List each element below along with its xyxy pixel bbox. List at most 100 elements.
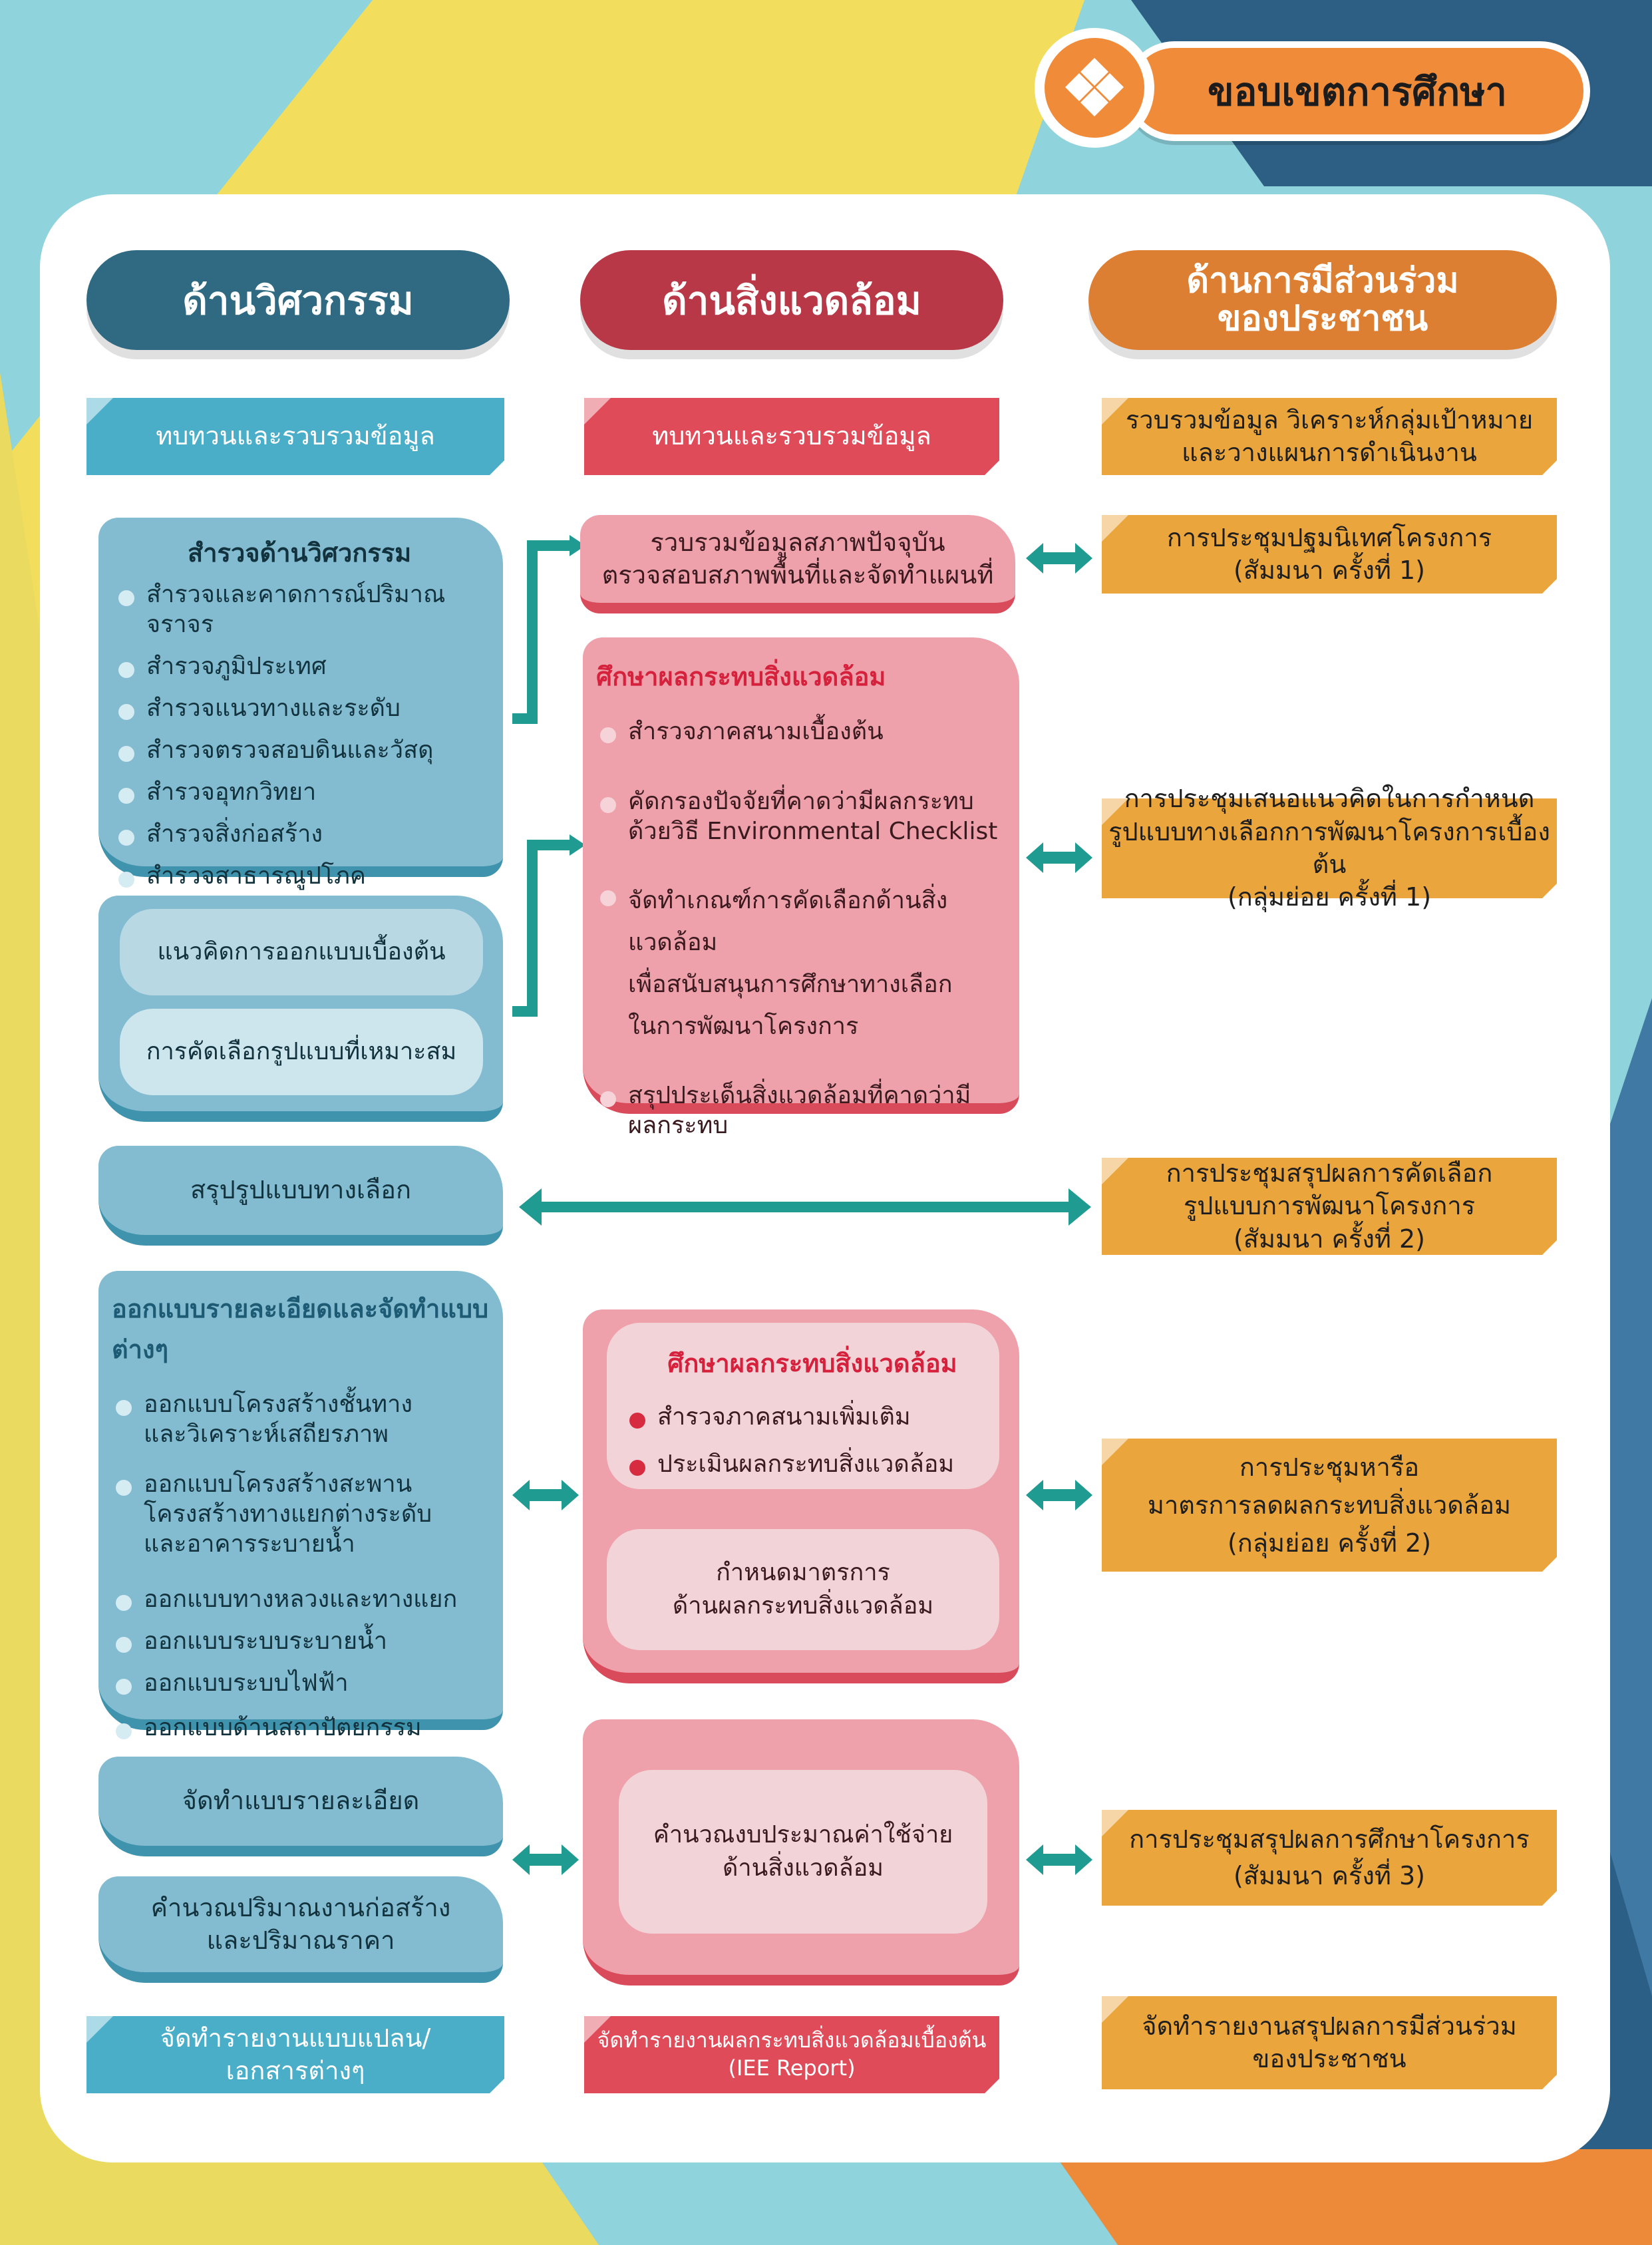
list-item-line: ออกแบบระบบระบายน้ำ: [144, 1628, 387, 1655]
eng-review-step: ทบทวนและรวบรวมข้อมูล: [86, 398, 504, 475]
eng-review-label: ทบทวนและรวบรวมข้อมูล: [156, 421, 435, 451]
column-header-participation: ด้านการมีส่วนร่วม ของประชาชน: [1088, 250, 1557, 350]
eng-summary-label: สรุปรูปแบบทางเลือก: [190, 1175, 412, 1205]
column-header-environment: ด้านสิ่งแวดล้อม: [580, 250, 1003, 350]
part-m2-line2: รูปแบบทางเลือกการพัฒนาโครงการเบื้องต้น: [1108, 816, 1550, 879]
list-item-line: ออกแบบด้านสถาปัตยกรรม: [144, 1714, 422, 1741]
env-impact2-inner: ศึกษาผลกระทบสิ่งแวดล้อม สำรวจภาคสนามเพิ่…: [607, 1323, 999, 1489]
part-m1-line2: (สัมมนา ครั้งที่ 1): [1233, 556, 1426, 585]
part-m5-line2: (สัมมนา ครั้งที่ 3): [1233, 1861, 1426, 1890]
env-impact-list: สำรวจภาคสนามเบื้องต้น คัดกรองปัจจัยที่คา…: [596, 717, 1011, 1140]
double-arrow-icon: [512, 1480, 579, 1510]
list-item: จัดทำเกณฑ์การคัดเลือกด้านสิ่งแวดล้อม เพื…: [596, 880, 1011, 1047]
list-item: สำรวจแนวทางและระดับ: [114, 693, 490, 723]
list-item: ออกแบบทางหลวงและทางแยก: [112, 1584, 492, 1614]
list-item-line: โครงสร้างทางแยกต่างระดับ: [144, 1500, 432, 1528]
eng-report-line1: จัดทำรายงานแบบแปลน/: [160, 2023, 431, 2053]
env-budget-box: คำนวณงบประมาณค่าใช้จ่าย ด้านสิ่งแวดล้อม: [583, 1719, 1019, 1986]
list-item-line: จัดทำเกณฑ์การคัดเลือกด้านสิ่งแวดล้อม: [628, 887, 948, 956]
part-meeting-1: การประชุมปฐมนิเทศโครงการ (สัมมนา ครั้งที…: [1102, 515, 1557, 594]
list-item-line: ด้วยวิธี Environmental Checklist: [628, 818, 998, 845]
eng-summary-step: สรุปรูปแบบทางเลือก: [98, 1146, 503, 1246]
bracket-connectors: [512, 535, 585, 1017]
list-item: คัดกรองปัจจัยที่คาดว่ามีผลกระทบ ด้วยวิธี…: [596, 786, 1011, 846]
list-item: สำรวจและคาดการณ์ปริมาณจราจร: [114, 580, 490, 639]
list-item: ประเมินผลกระทบสิ่งแวดล้อม: [625, 1449, 999, 1479]
part-m3-line2: รูปแบบการพัฒนาโครงการ: [1183, 1191, 1476, 1221]
eng-quantity-line1: คำนวณปริมาณงานก่อสร้าง: [150, 1892, 451, 1922]
list-item: ออกแบบโครงสร้างสะพาน โครงสร้างทางแยกต่าง…: [112, 1469, 492, 1559]
part-collect-line1: รวบรวมข้อมูล วิเคราะห์กลุ่มเป้าหมาย: [1125, 405, 1534, 434]
list-item-line: ออกแบบโครงสร้างชั้นทาง: [144, 1391, 413, 1418]
column-header-participation-line2: ของประชาชน: [1217, 299, 1428, 339]
list-item-line: ออกแบบโครงสร้างสะพาน: [144, 1470, 413, 1498]
list-item: สำรวจภาคสนามเบื้องต้น: [596, 717, 1011, 747]
list-item: ออกแบบโครงสร้างชั้นทาง และวิเคราะห์เสถีย…: [112, 1389, 492, 1449]
eng-concept-inner: แนวคิดการออกแบบเบื้องต้น: [120, 909, 483, 995]
env-impact2-box: ศึกษาผลกระทบสิ่งแวดล้อม สำรวจภาคสนามเพิ่…: [583, 1309, 1019, 1683]
part-meeting-4: การประชุมหารือ มาตรการลดผลกระทบสิ่งแวดล้…: [1102, 1439, 1557, 1572]
list-item: ออกแบบด้านสถาปัตยกรรม: [112, 1713, 492, 1743]
double-arrow-icon: [512, 1844, 579, 1875]
env-budget-line2: ด้านสิ่งแวดล้อม: [723, 1854, 884, 1882]
list-item: ออกแบบระบบระบายน้ำ: [112, 1626, 492, 1656]
list-item: สำรวจอุทกวิทยา: [114, 777, 490, 807]
env-impact2-title: ศึกษาผลกระทบสิ่งแวดล้อม: [667, 1349, 957, 1378]
env-measures-line1: กำหนดมาตรการ: [716, 1558, 890, 1586]
part-meeting-5: การประชุมสรุปผลการศึกษาโครงการ (สัมมนา ค…: [1102, 1810, 1557, 1906]
env-measures-line2: ด้านผลกระทบสิ่งแวดล้อม: [672, 1592, 934, 1620]
eng-detail-box: ออกแบบรายละเอียดและจัดทำแบบต่างๆ ออกแบบโ…: [98, 1271, 503, 1741]
part-m2-line1: การประชุมเสนอแนวคิดในการกำหนด: [1124, 784, 1535, 814]
env-budget-inner: คำนวณงบประมาณค่าใช้จ่าย ด้านสิ่งแวดล้อม: [619, 1770, 987, 1934]
part-m1-line1: การประชุมปฐมนิเทศโครงการ: [1166, 522, 1492, 552]
diamond-grid-icon: [1045, 38, 1144, 138]
list-item-line: และอาคารระบายน้ำ: [144, 1530, 355, 1558]
part-m2-line3: (กลุ่มย่อย ครั้งที่ 1): [1227, 882, 1432, 912]
eng-survey-title: สำรวจด้านวิศวกรรม: [188, 538, 412, 568]
eng-concept-label: แนวคิดการออกแบบเบื้องต้น: [157, 938, 446, 965]
eng-quantity-step: คำนวณปริมาณงานก่อสร้าง และปริมาณราคา: [98, 1876, 503, 1983]
list-item-line: คัดกรองปัจจัยที่คาดว่ามีผลกระทบ: [628, 788, 974, 815]
list-item: สำรวจสาธารณูปโภค: [114, 861, 490, 891]
env-review-step: ทบทวนและรวบรวมข้อมูล: [584, 398, 999, 475]
eng-survey-box: สำรวจด้านวิศวกรรม สำรวจและคาดการณ์ปริมาณ…: [98, 518, 503, 890]
env-report-line2: (IEE Report): [728, 2055, 856, 2081]
env-impact-box: ศึกษาผลกระทบสิ่งแวดล้อม สำรวจภาคสนามเบื้…: [583, 637, 1019, 1139]
eng-detail-title: ออกแบบรายละเอียดและจัดทำแบบต่างๆ: [112, 1294, 489, 1364]
eng-concept-box: แนวคิดการออกแบบเบื้องต้น การคัดเลือกรูปแ…: [98, 896, 503, 1122]
column-header-engineering-label: ด้านวิศวกรรม: [182, 277, 414, 323]
env-current-state-box: รวบรวมข้อมูลสภาพปัจจุบัน ตรวจสอบสภาพพื้น…: [580, 515, 1015, 613]
double-arrow-icon: [1026, 1844, 1092, 1875]
list-item-line: ออกแบบทางหลวงและทางแยก: [144, 1586, 458, 1613]
env-measures-inner: กำหนดมาตรการ ด้านผลกระทบสิ่งแวดล้อม: [607, 1529, 999, 1650]
env-report-line1: จัดทำรายงานผลกระทบสิ่งแวดล้อมเบื้องต้น: [597, 2027, 987, 2053]
list-item-line: สรุปประเด็นสิ่งแวดล้อมที่คาดว่ามีผลกระทบ: [628, 1082, 971, 1139]
column-header-environment-label: ด้านสิ่งแวดล้อม: [662, 277, 921, 323]
eng-detailed-drawing-step: จัดทำแบบรายละเอียด: [98, 1757, 503, 1856]
double-arrow-icon: [1026, 543, 1092, 574]
part-report-line1: จัดทำรายงานสรุปผลการมีส่วนร่วม: [1142, 2011, 1517, 2041]
eng-survey-list: สำรวจและคาดการณ์ปริมาณจราจร สำรวจภูมิประ…: [114, 580, 490, 891]
double-arrow-icon: [519, 1188, 1091, 1226]
column-header-engineering: ด้านวิศวกรรม: [86, 250, 510, 350]
part-m4-line2: มาตรการลดผลกระทบสิ่งแวดล้อม: [1147, 1490, 1512, 1520]
env-current-line1: รวบรวมข้อมูลสภาพปัจจุบัน: [650, 527, 945, 557]
eng-report-line2: เอกสารต่างๆ: [226, 2056, 365, 2085]
list-item: สำรวจภาคสนามเพิ่มเติม: [625, 1402, 999, 1432]
eng-detailed-drawing-label: จัดทำแบบรายละเอียด: [182, 1786, 420, 1816]
list-item-line: เพื่อสนับสนุนการศึกษาทางเลือก: [628, 971, 953, 998]
part-collect-step: รวบรวมข้อมูล วิเคราะห์กลุ่มเป้าหมาย และว…: [1102, 398, 1557, 475]
list-item: สำรวจภูมิประเทศ: [114, 651, 490, 681]
list-item: สำรวจสิ่งก่อสร้าง: [114, 819, 490, 849]
env-budget-line1: คำนวณงบประมาณค่าใช้จ่าย: [653, 1820, 953, 1848]
eng-report-step: จัดทำรายงานแบบแปลน/ เอกสารต่างๆ: [86, 2016, 504, 2093]
column-header-participation-line1: ด้านการมีส่วนร่วม: [1186, 260, 1459, 301]
part-collect-line2: และวางแผนการดำเนินงาน: [1182, 438, 1477, 467]
eng-quantity-line2: และปริมาณราคา: [206, 1926, 395, 1955]
title-bar: [1131, 48, 1583, 134]
env-report-step: จัดทำรายงานผลกระทบสิ่งแวดล้อมเบื้องต้น (…: [584, 2016, 999, 2093]
page-title: ขอบเขตการศึกษา: [1207, 69, 1507, 114]
list-item-line: ออกแบบระบบไฟฟ้า: [144, 1669, 349, 1697]
env-current-line2: ตรวจสอบสภาพพื้นที่และจัดทำแผนที่: [601, 560, 994, 590]
part-meeting-3: การประชุมสรุปผลการคัดเลือก รูปแบบการพัฒน…: [1102, 1158, 1557, 1255]
